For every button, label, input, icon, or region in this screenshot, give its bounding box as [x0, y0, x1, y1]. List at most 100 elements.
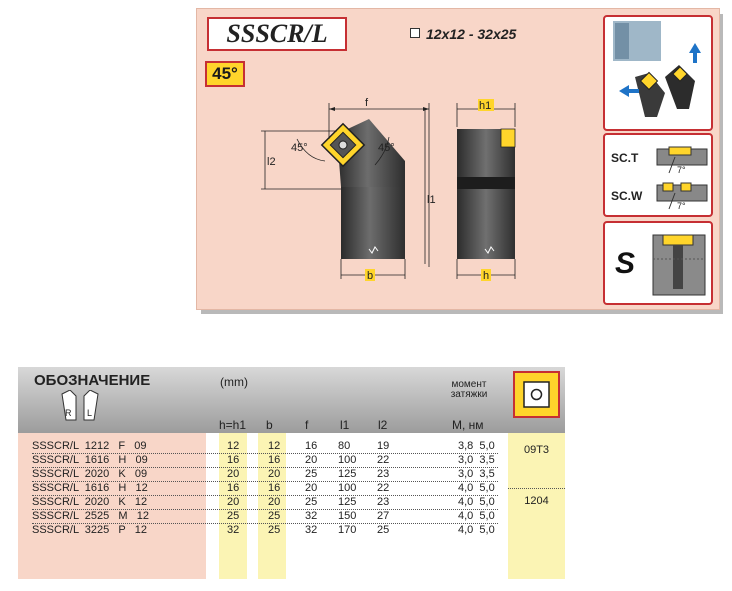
col-h: h=h1	[219, 418, 247, 432]
cell-l2: 23	[377, 496, 390, 508]
square-icon	[410, 28, 420, 38]
cell-f: 25	[305, 496, 318, 508]
cell-f: 25	[305, 468, 318, 480]
cell-f: 16	[305, 440, 318, 452]
cell-m: 4,0 5,0	[458, 496, 495, 508]
table-row: SSSCR/L 1616 H 12 16 16 20 100 22 4,0 5,0	[18, 482, 508, 496]
size-range: 12x12 - 32x25	[410, 26, 516, 42]
cell-m: 4,0 5,0	[458, 482, 495, 494]
insert-separator	[508, 488, 565, 489]
table-row: SSSCR/L 2020 K 09 20 20 25 125 23 3,0 3,5	[18, 468, 508, 482]
cell-b: 16	[268, 482, 281, 494]
cell-b: 16	[268, 454, 281, 466]
cell-m: 4,0 5,0	[458, 524, 495, 536]
insert-code-1204: 1204	[524, 495, 549, 507]
col-m: M, нм	[452, 418, 484, 432]
col-l2: l2	[378, 418, 388, 432]
cell-code: SSSCR/L 2020 K 09	[32, 468, 148, 480]
screw-clamp-box: S	[603, 221, 713, 305]
rl-l: L	[87, 408, 92, 418]
h-column-band	[219, 433, 247, 579]
cell-l2: 22	[377, 454, 390, 466]
torque-line2: затяжки	[450, 389, 488, 400]
table-title: ОБОЗНАЧЕНИЕ	[34, 372, 151, 389]
col-b: b	[266, 418, 273, 432]
cell-code: SSSCR/L 1212 F 09	[32, 440, 147, 452]
dim-h1: h1	[479, 100, 491, 112]
cell-l1: 100	[338, 454, 357, 466]
clamping-options-box: SC.T SC.W 7° 7°	[603, 133, 713, 217]
cell-code: SSSCR/L 3225 P 12	[32, 524, 147, 536]
cell-f: 20	[305, 482, 318, 494]
right-left-hand-icon: R L	[61, 390, 99, 421]
insert-icon-box	[513, 371, 560, 418]
cell-m: 3,0 3,5	[458, 468, 495, 480]
unit-label: (mm)	[220, 375, 248, 389]
cell-f: 32	[305, 510, 318, 522]
square-insert-icon	[523, 381, 550, 408]
cell-m: 4,0 5,0	[458, 510, 495, 522]
holder-shank-front	[341, 187, 405, 259]
cell-l1: 125	[338, 468, 357, 480]
application-diagram-box	[603, 15, 713, 131]
cell-b: 25	[268, 524, 281, 536]
dim-h: h	[483, 270, 489, 282]
clamp-profiles: 7° 7°	[656, 146, 708, 211]
cell-m: 3,0 3,5	[458, 454, 495, 466]
tool-technical-drawing: f l2 l1 45° 45° b h1 h	[261, 97, 516, 282]
dim-f: f	[365, 97, 369, 109]
table-row: SSSCR/L 2020 K 12 20 20 25 125 23 4,0 5,0	[18, 496, 508, 510]
cell-l2: 27	[377, 510, 390, 522]
cell-l2: 19	[377, 440, 390, 452]
cell-h: 12	[227, 440, 240, 452]
cell-l1: 125	[338, 496, 357, 508]
clamp-type-s: S	[615, 247, 636, 280]
turning-diagram	[613, 21, 701, 117]
holder-side-view	[457, 129, 515, 259]
tool-title: SSSCR/L	[207, 17, 347, 51]
table-row: SSSCR/L 2525 M 12 25 25 32 150 27 4,0 5,0	[18, 510, 508, 524]
clamp-angle-1: 7°	[677, 165, 686, 175]
cell-h: 32	[227, 524, 240, 536]
torque-line1: момент	[451, 379, 487, 390]
diamond-insert	[320, 122, 366, 168]
cell-l2: 23	[377, 468, 390, 480]
dim-l1: l1	[427, 194, 436, 206]
dim-b: b	[367, 270, 373, 282]
angle-badge: 45°	[205, 61, 245, 87]
cell-l1: 170	[338, 524, 357, 536]
rl-r: R	[65, 408, 72, 418]
cell-b: 20	[268, 496, 281, 508]
table-header	[18, 367, 508, 433]
cell-code: SSSCR/L 2020 K 12	[32, 496, 148, 508]
tool-drawing-panel: SSSCR/L 12x12 - 32x25 45° f	[196, 8, 720, 310]
clamp-angle-2: 7°	[677, 201, 686, 211]
cell-l2: 22	[377, 482, 390, 494]
cell-l1: 150	[338, 510, 357, 522]
cell-b: 12	[268, 440, 281, 452]
cell-l1: 100	[338, 482, 357, 494]
cell-b: 25	[268, 510, 281, 522]
cell-code: SSSCR/L 1616 H 12	[32, 482, 148, 494]
cell-h: 20	[227, 496, 240, 508]
size-range-text: 12x12 - 32x25	[426, 26, 517, 42]
sc-w-label: SC.W	[611, 189, 643, 203]
cell-code: SSSCR/L 1616 H 09	[32, 454, 148, 466]
cell-b: 20	[268, 468, 281, 480]
cell-l1: 80	[338, 440, 351, 452]
screw-clamp-icon	[652, 234, 706, 296]
col-f: f	[305, 418, 309, 432]
cell-m: 3,8 5,0	[458, 440, 495, 452]
cell-code: SSSCR/L 2525 M 12	[32, 510, 149, 522]
cell-h: 25	[227, 510, 240, 522]
table-row: SSSCR/L 1212 F 09 12 12 16 80 19 3,8 5,0	[18, 440, 508, 454]
b-column-band	[258, 433, 286, 579]
cell-h: 20	[227, 468, 240, 480]
angle-right: 45°	[378, 142, 395, 154]
insert-code-09t3: 09T3	[523, 444, 550, 456]
cell-h: 16	[227, 482, 240, 494]
insert-column-band	[508, 433, 565, 579]
torque-label: момент затяжки	[440, 380, 498, 400]
cell-l2: 25	[377, 524, 390, 536]
